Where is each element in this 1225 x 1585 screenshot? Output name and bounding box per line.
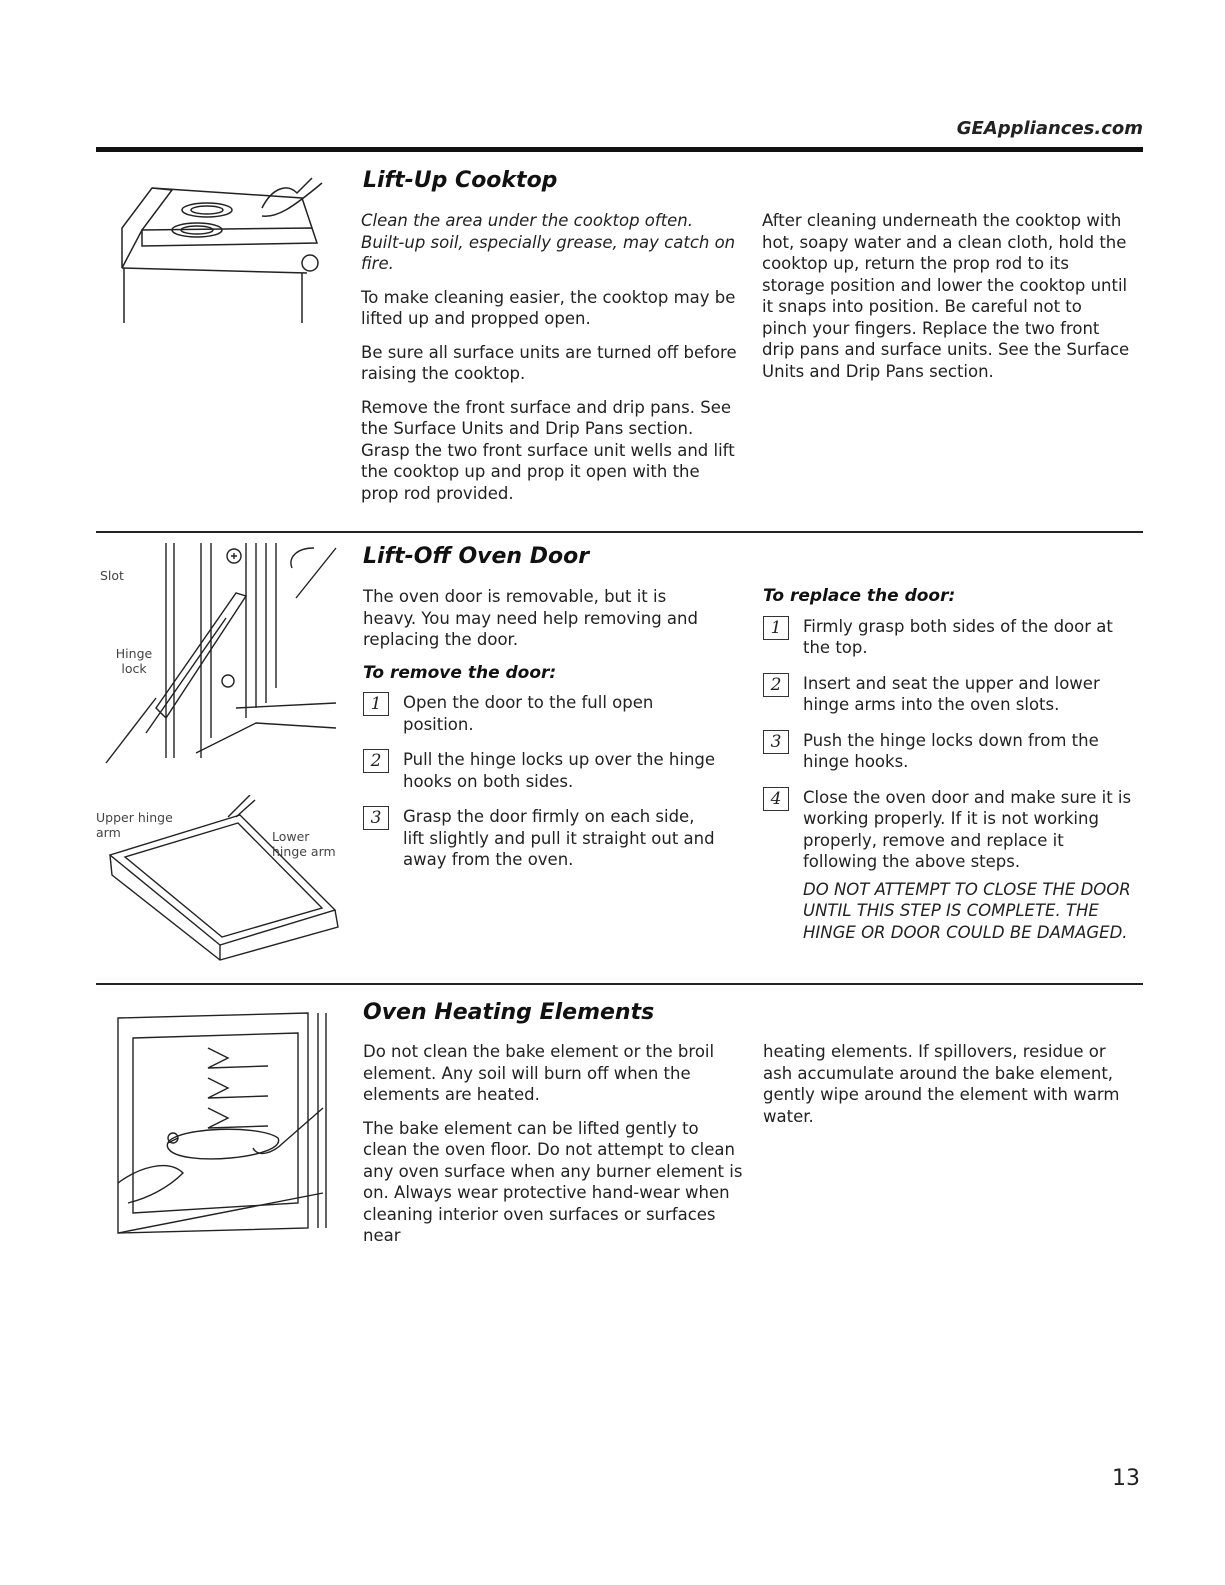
elements-left-column: Do not clean the bake element or the bro… <box>363 1041 748 1259</box>
door-intro: The oven door is removable, but it is he… <box>363 587 698 649</box>
step-text: Close the oven door and make sure it is … <box>803 787 1132 872</box>
step-text: Grasp the door firmly on each side, lift… <box>403 807 715 869</box>
step-text: Push the hinge locks down from the hinge… <box>803 730 1099 772</box>
section-divider <box>96 531 1143 533</box>
label-hinge-lock: Hinge lock <box>115 646 153 676</box>
replace-step: 2 Insert and seat the upper and lower hi… <box>763 672 1138 716</box>
step-number-box: 3 <box>763 729 789 754</box>
elements-right-column: heating elements. If spillovers, residue… <box>763 1041 1133 1139</box>
step-number-box: 2 <box>363 749 389 773</box>
remove-door-heading: To remove the door: <box>363 662 557 683</box>
elements-paragraph: Do not clean the bake element or the bro… <box>363 1042 715 1104</box>
page-number: 13 <box>1112 1466 1140 1491</box>
cooktop-paragraph: After cleaning underneath the cooktop wi… <box>762 211 1130 381</box>
step-number-box: 1 <box>763 615 789 640</box>
section-title-lift-up-cooktop: Lift-Up Cooktop <box>363 168 558 193</box>
cooktop-paragraph: Clean the area under the cooktop often. … <box>361 211 736 273</box>
step-text: Pull the hinge locks up over the hinge h… <box>403 750 716 791</box>
label-lower-hinge-arm: Lower hinge arm <box>272 829 336 859</box>
section-title-lift-off-oven-door: Lift-Off Oven Door <box>363 544 590 569</box>
step-text: Firmly grasp both sides of the door at t… <box>803 616 1113 658</box>
label-slot: Slot <box>100 568 124 583</box>
oven-door-panel-illustration <box>100 795 345 965</box>
door-left-column: The oven door is removable, but it is he… <box>363 586 718 885</box>
replace-step: 3 Push the hinge locks down from the hin… <box>763 729 1138 773</box>
replace-step: 1 Firmly grasp both sides of the door at… <box>763 615 1138 659</box>
step-number-box: 3 <box>363 806 389 830</box>
cooktop-left-column: Clean the area under the cooktop often. … <box>361 210 741 516</box>
elements-paragraph: The bake element can be lifted gently to… <box>363 1118 743 1246</box>
cooktop-paragraph: To make cleaning easier, the cooktop may… <box>361 287 736 329</box>
header-rule <box>96 147 1143 152</box>
elements-paragraph: heating elements. If spillovers, residue… <box>763 1042 1120 1126</box>
remove-step: 2 Pull the hinge locks up over the hinge… <box>363 749 718 792</box>
step-number-box: 1 <box>363 692 389 716</box>
remove-step: 3 Grasp the door firmly on each side, li… <box>363 806 718 871</box>
oven-heating-element-illustration <box>108 1008 333 1238</box>
door-right-column: To replace the door: 1 Firmly grasp both… <box>763 586 1138 943</box>
remove-step: 1 Open the door to the full open positio… <box>363 692 718 735</box>
door-warning: DO NOT ATTEMPT TO CLOSE THE DOOR UNTIL T… <box>803 879 1131 942</box>
cooktop-right-column: After cleaning underneath the cooktop wi… <box>762 210 1132 394</box>
cooktop-illustration <box>112 168 332 328</box>
step-text: Insert and seat the upper and lower hing… <box>803 673 1100 715</box>
section-divider <box>96 983 1143 985</box>
step-number-box: 4 <box>763 786 789 811</box>
step-text: Open the door to the full open position. <box>403 693 654 734</box>
website-url: GEAppliances.com <box>956 118 1143 139</box>
replace-door-heading: To replace the door: <box>763 586 956 606</box>
section-title-oven-heating-elements: Oven Heating Elements <box>363 1000 655 1025</box>
cooktop-paragraph: Be sure all surface units are turned off… <box>361 342 737 384</box>
replace-step: 4 Close the oven door and make sure it i… <box>763 786 1138 873</box>
label-upper-hinge-arm: Upper hinge arm <box>96 810 173 840</box>
cooktop-paragraph: Remove the front surface and drip pans. … <box>361 397 735 503</box>
oven-door-hinge-illustration <box>96 538 346 768</box>
step-number-box: 2 <box>763 672 789 697</box>
